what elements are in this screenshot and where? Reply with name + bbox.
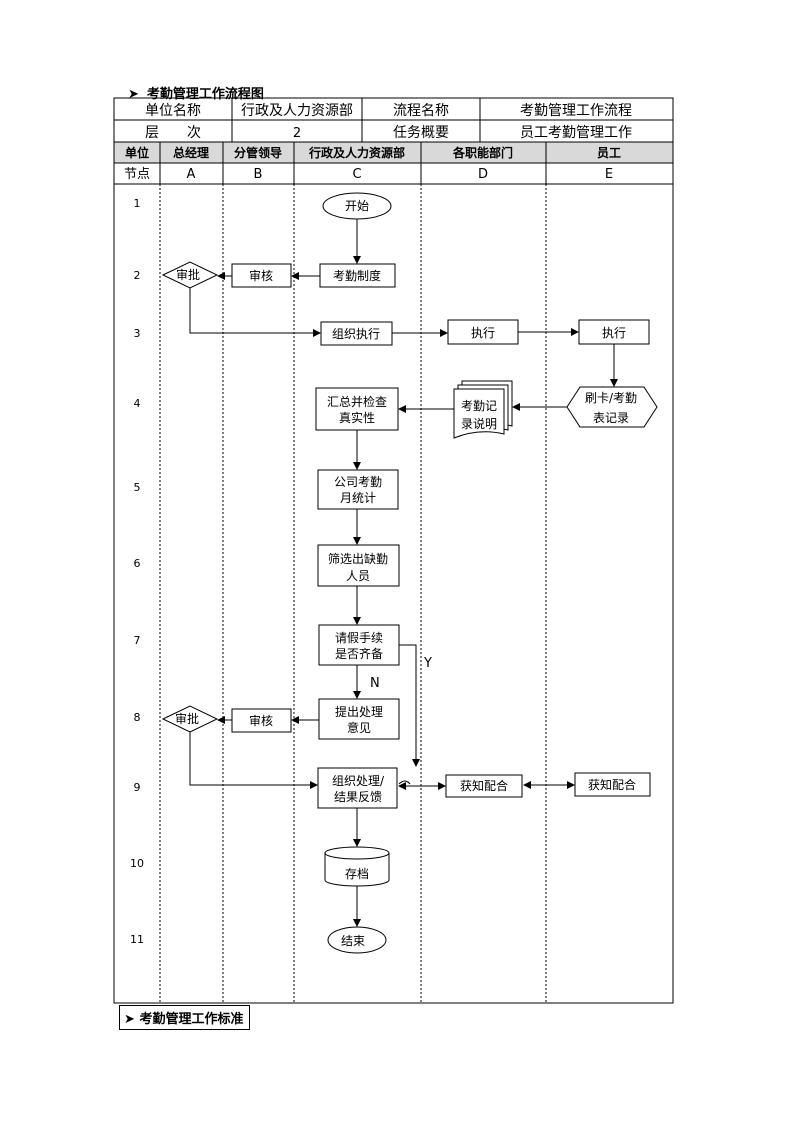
- attendance-record-docs: [453, 380, 513, 439]
- screen-label-1: 筛选出缺勤: [328, 551, 388, 566]
- record-doc-label-1: 考勤记: [461, 399, 497, 413]
- row-number: 2: [134, 269, 141, 282]
- row-number: 1: [134, 197, 141, 210]
- node-label: 节点: [124, 167, 150, 182]
- standard-title-text: 考勤管理工作标准: [139, 1012, 244, 1027]
- inform-node-e: [574, 772, 651, 797]
- execute-label-e: 执行: [602, 326, 626, 340]
- yes-label: Y: [423, 656, 432, 671]
- lane-b-name: 分管领导: [234, 145, 282, 160]
- review-label-1: 审核: [249, 268, 273, 283]
- archive-node: [324, 846, 390, 887]
- row-numbers: 1 2 3 4 5 6 7 8 9 10 11: [130, 197, 144, 946]
- row-number: 7: [134, 634, 141, 647]
- propose-label-1: 提出处理: [335, 704, 383, 719]
- row-number: 9: [134, 781, 141, 794]
- process-value: 考勤管理工作流程: [520, 103, 632, 119]
- org-handle-label-1: 组织处理/: [332, 774, 385, 788]
- lane-b-code: B: [254, 167, 263, 182]
- arrow-icon: ➤: [128, 87, 139, 102]
- row-number: 5: [134, 481, 141, 494]
- organize-exec-label: 组织执行: [332, 327, 380, 341]
- start-label: 开始: [345, 199, 369, 213]
- connectors: [189, 219, 618, 927]
- monthly-label-2: 月统计: [340, 491, 376, 505]
- summary-label-1: 汇总并检查: [327, 394, 387, 409]
- no-label: N: [370, 676, 380, 691]
- end-label: 结束: [341, 934, 365, 948]
- monthly-label-1: 公司考勤: [334, 475, 382, 489]
- process-label: 流程名称: [393, 103, 449, 119]
- row-number: 10: [130, 857, 144, 870]
- archive-label: 存档: [345, 867, 369, 881]
- lane-d-name: 各职能部门: [452, 145, 513, 160]
- level-value: 2: [293, 126, 301, 141]
- end-node: [327, 926, 387, 954]
- card-record-label-1: 刷卡/考勤: [585, 391, 637, 405]
- review-label-2: 审核: [249, 713, 273, 728]
- inform-label-e: 获知配合: [588, 777, 636, 792]
- node-code-row: [113, 162, 674, 185]
- arrow-icon: ➤: [124, 1012, 135, 1027]
- lane-a-name: 总经理: [173, 145, 209, 160]
- summary-check-node: [315, 387, 399, 431]
- lane-e-code: E: [605, 167, 613, 182]
- unit-label: 单位名称: [145, 103, 201, 119]
- approve-label-1: 审批: [176, 267, 200, 282]
- inform-node-d: [445, 774, 523, 798]
- monthly-stat-node: [317, 469, 399, 510]
- lanes-body-frame: [113, 183, 674, 1004]
- inform-label-d: 获知配合: [460, 778, 508, 793]
- row-number: 11: [130, 933, 144, 946]
- org-handle-label-2: 结果反馈: [334, 790, 382, 804]
- summary-label-2: 真实性: [339, 410, 375, 425]
- leave-label-2: 是否齐备: [335, 646, 383, 661]
- unit-value: 行政及人力资源部: [241, 103, 353, 119]
- lane-dividers: [159, 184, 547, 1003]
- standard-section-title: ➤ 考勤管理工作标准: [119, 1005, 251, 1030]
- attendance-system-label: 考勤制度: [333, 268, 381, 283]
- header-dividers: [159, 142, 547, 184]
- record-doc-label-2: 录说明: [461, 416, 497, 431]
- lane-a-code: A: [187, 167, 196, 182]
- screen-absence-node: [317, 544, 400, 587]
- row-number: 8: [134, 711, 141, 724]
- lane-c-code: C: [352, 167, 361, 182]
- row-number: 4: [134, 397, 141, 410]
- leave-label-1: 请假手续: [335, 631, 383, 645]
- execute-node-e: [578, 319, 650, 345]
- leave-check-node: [318, 624, 400, 666]
- screen-label-2: 人员: [346, 569, 370, 583]
- task-label: 任务概要: [393, 125, 449, 141]
- propose-label-2: 意见: [347, 720, 371, 735]
- propose-node: [318, 698, 400, 740]
- row-number: 6: [134, 557, 141, 570]
- lane-e-name: 员工: [597, 146, 621, 160]
- lane-c-name: 行政及人力资源部: [308, 145, 405, 160]
- execute-node-d: [447, 319, 519, 345]
- execute-label-d: 执行: [471, 326, 495, 340]
- level-label: 层 次: [145, 125, 201, 141]
- approve-label-2: 审批: [175, 711, 199, 726]
- lane-header-label: 单位: [125, 145, 149, 160]
- card-record-label-2: 表记录: [593, 411, 629, 425]
- task-value: 员工考勤管理工作: [520, 125, 632, 141]
- row-number: 3: [134, 327, 141, 340]
- lane-d-code: D: [478, 167, 488, 182]
